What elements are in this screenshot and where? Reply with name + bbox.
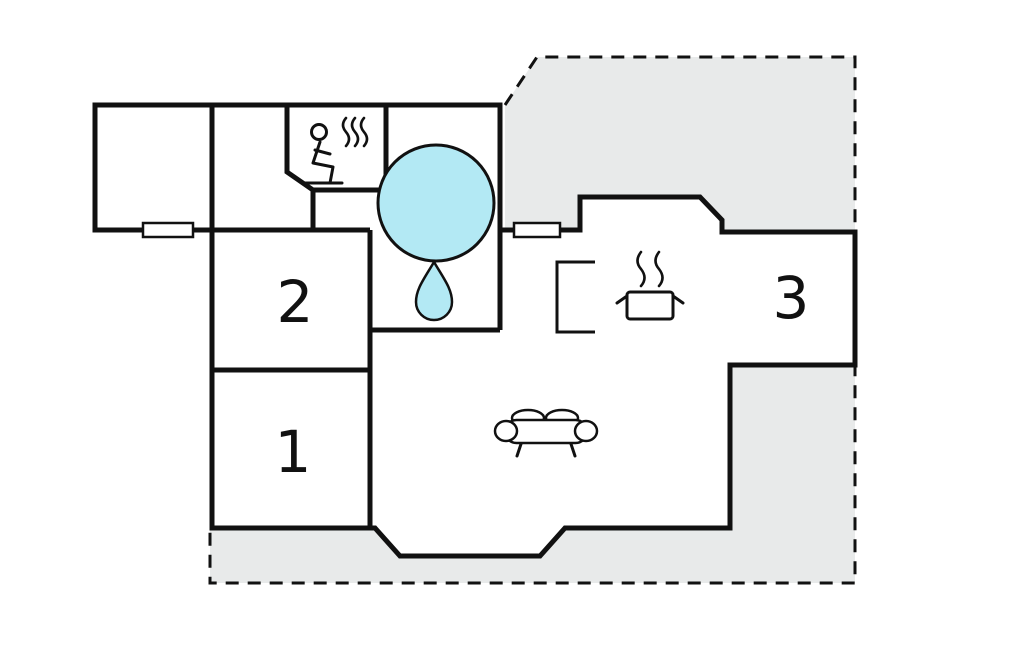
window-left-wing <box>141 221 195 239</box>
hot-tub-circle <box>376 143 496 263</box>
sauna-person-icon <box>300 123 344 185</box>
kitchen-counter <box>555 260 595 334</box>
window-passage <box>512 221 562 239</box>
sofa-icon <box>493 408 599 458</box>
sauna-steam-icon <box>341 116 369 148</box>
room-3-label: 3 <box>773 264 810 332</box>
windows <box>141 221 562 239</box>
water-drop-icon <box>414 259 454 322</box>
room-1-label: 1 <box>275 418 312 486</box>
room-2-label: 2 <box>277 268 314 336</box>
pot-with-steam-icon <box>615 250 685 321</box>
interior-walls <box>209 105 595 528</box>
